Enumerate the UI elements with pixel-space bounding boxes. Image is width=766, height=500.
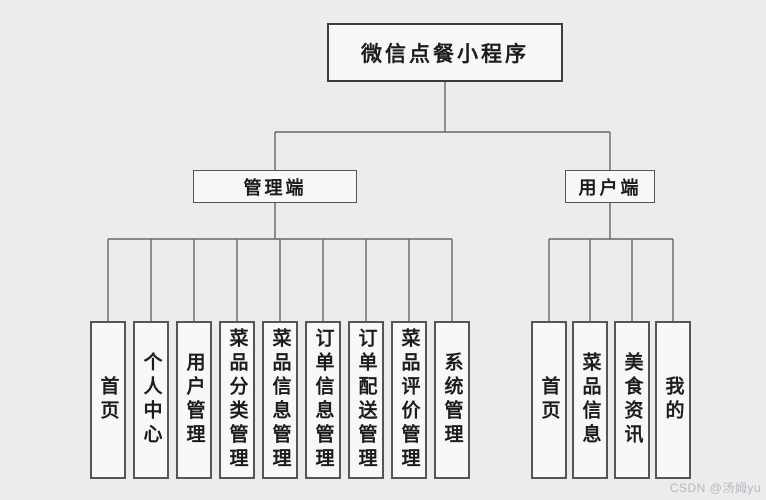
node-admin-leaf-dish-category-mgmt: 菜品分类管理 [219, 321, 255, 479]
leaf-label: 订单配送管理 [355, 328, 377, 472]
csdn-watermark: CSDN @汤姆yu [669, 481, 761, 495]
leaf-label: 菜品分类管理 [226, 328, 248, 472]
node-user-branch: 用户端 [565, 170, 655, 203]
node-admin-leaf-order-info-mgmt: 订单信息管理 [305, 321, 341, 479]
node-admin-leaf-system-mgmt: 系统管理 [434, 321, 470, 479]
node-user-leaf-food-news: 美食资讯 [614, 321, 650, 479]
node-admin-leaf-dish-review-mgmt: 菜品评价管理 [391, 321, 427, 479]
node-admin-leaf-home: 首页 [90, 321, 126, 479]
leaf-label: 菜品信息管理 [269, 328, 291, 472]
leaf-label: 我的 [662, 376, 684, 424]
leaf-label: 系统管理 [441, 352, 463, 448]
leaf-label: 菜品评价管理 [398, 328, 420, 472]
leaf-label: 用户管理 [183, 352, 205, 448]
node-admin-leaf-user-mgmt: 用户管理 [176, 321, 212, 479]
node-admin-branch: 管理端 [193, 170, 357, 203]
node-user-leaf-home: 首页 [531, 321, 567, 479]
leaf-label: 首页 [97, 376, 119, 424]
node-root: 微信点餐小程序 [327, 23, 563, 82]
leaf-label: 订单信息管理 [312, 328, 334, 472]
leaf-label: 美食资讯 [621, 352, 643, 448]
leaf-label: 菜品信息 [579, 352, 601, 448]
node-admin-leaf-personal-center: 个人中心 [133, 321, 169, 479]
node-admin-leaf-order-delivery-mgmt: 订单配送管理 [348, 321, 384, 479]
node-user-leaf-dish-info: 菜品信息 [572, 321, 608, 479]
node-user-leaf-mine: 我的 [655, 321, 691, 479]
leaf-label: 首页 [538, 376, 560, 424]
leaf-label: 个人中心 [140, 352, 162, 448]
node-admin-leaf-dish-info-mgmt: 菜品信息管理 [262, 321, 298, 479]
